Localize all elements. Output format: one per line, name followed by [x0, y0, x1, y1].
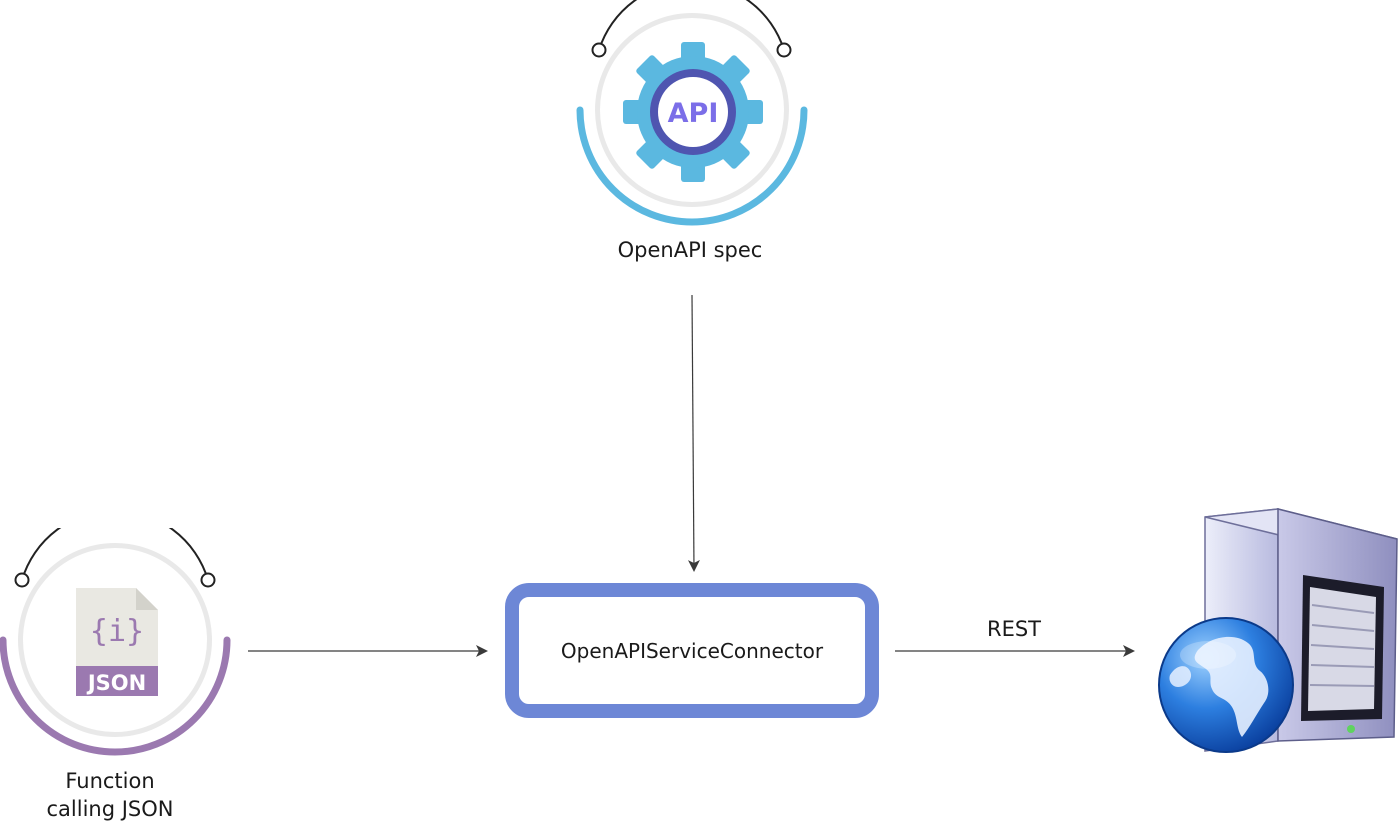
- api-gear-icon: API: [576, 0, 808, 226]
- svg-text:{i}: {i}: [90, 614, 144, 649]
- json-file-icon: JSON {i}: [0, 528, 231, 756]
- edge-spec-to-connector: [687, 294, 700, 572]
- openapi-spec-label: OpenAPI spec: [617, 238, 763, 262]
- rest-edge-label: REST: [986, 617, 1042, 641]
- web-server-globe-icon: [1158, 508, 1398, 753]
- openapi-service-connector-box: OpenAPIServiceConnector: [505, 583, 879, 718]
- function-label-line1: Function: [65, 769, 155, 793]
- svg-text:JSON: JSON: [86, 671, 146, 695]
- function-calling-json-label: Function calling JSON: [10, 767, 210, 823]
- svg-text:API: API: [668, 98, 719, 129]
- connector-label: OpenAPIServiceConnector: [560, 638, 824, 663]
- function-label-line2: calling JSON: [46, 797, 174, 821]
